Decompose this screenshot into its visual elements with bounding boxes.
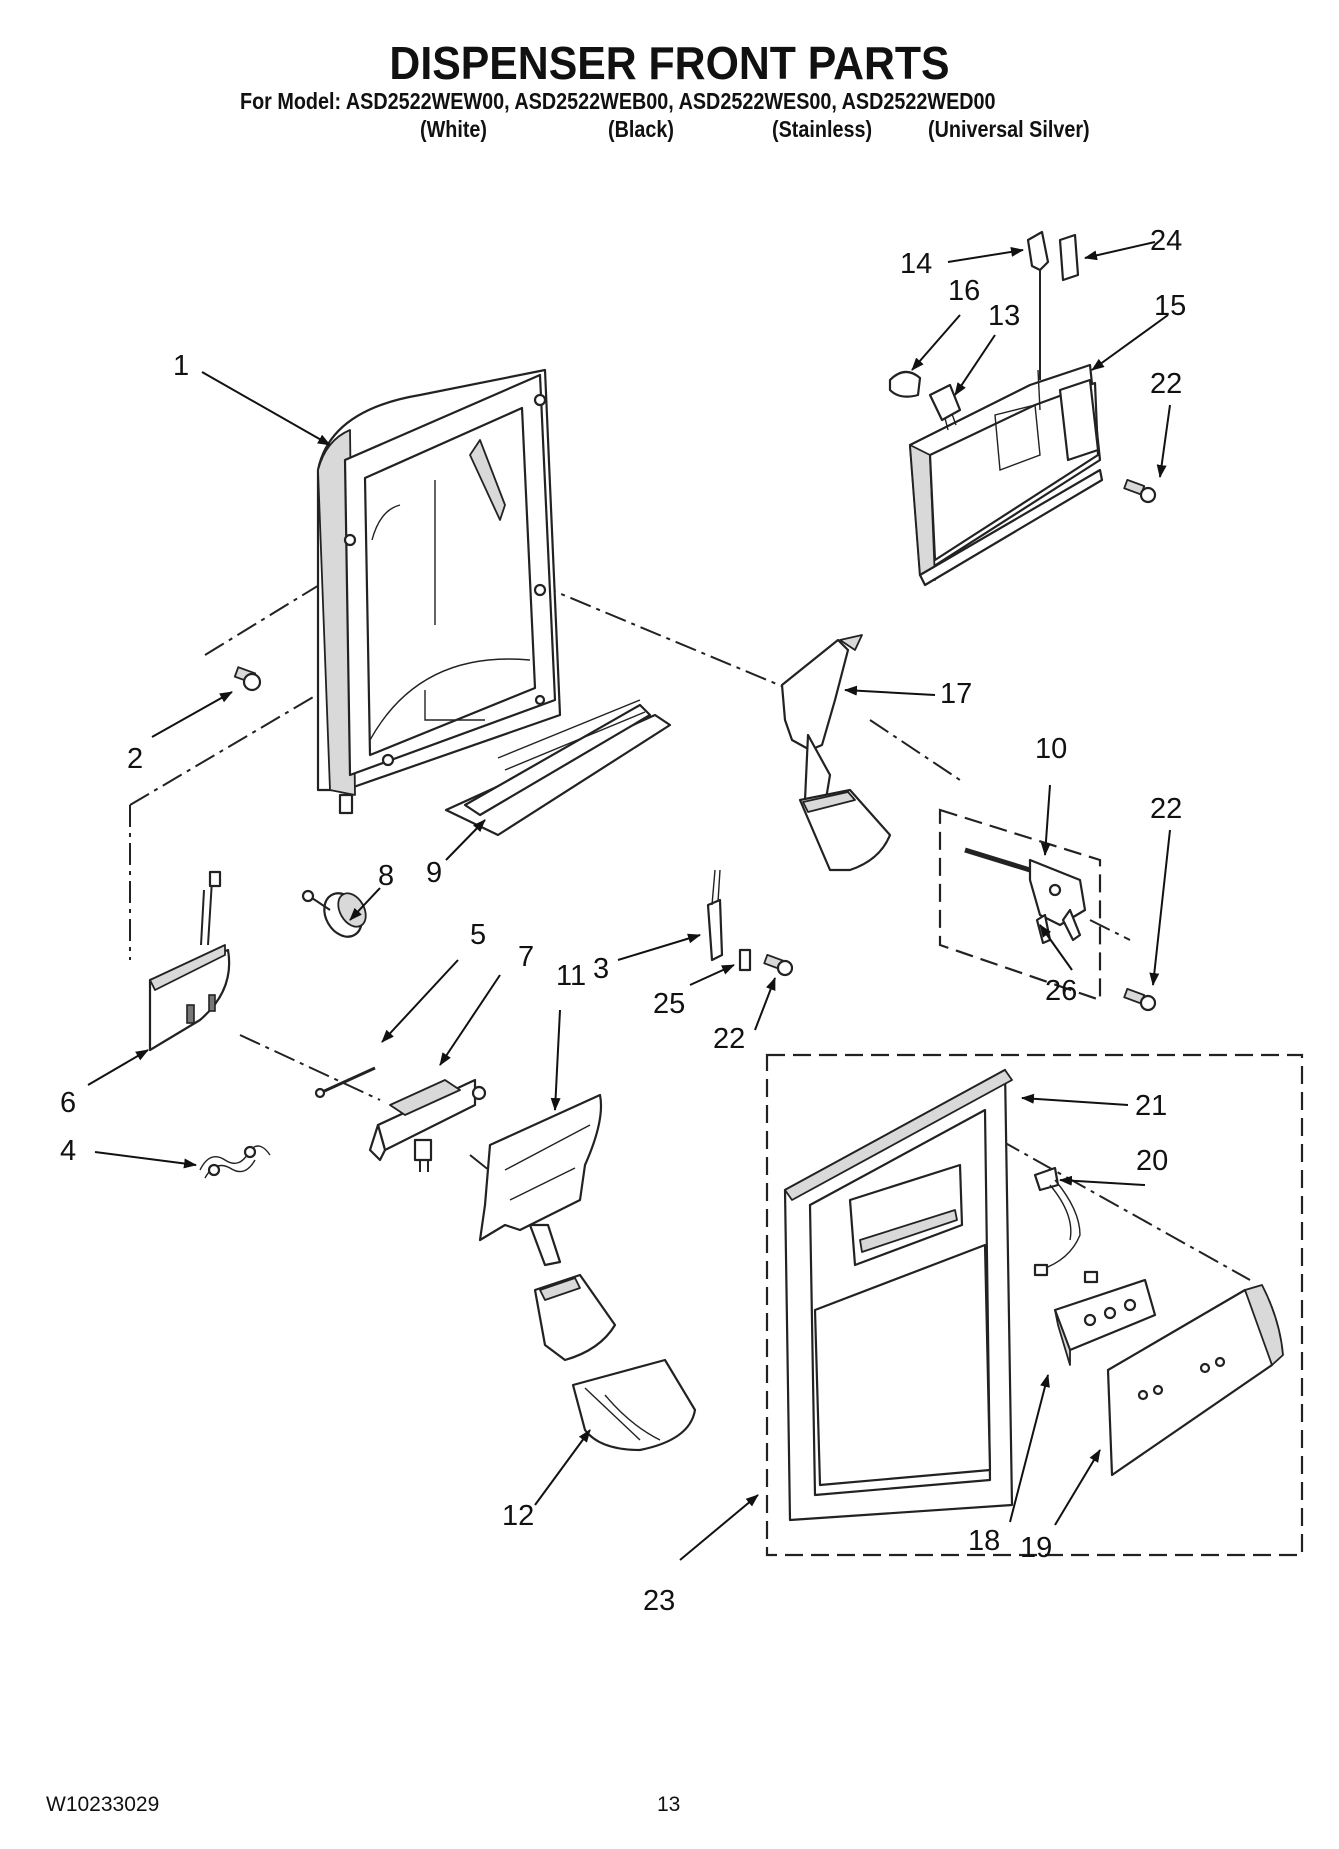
part-7-actuator [368,1078,487,1172]
callout-20: 20 [1136,1145,1168,1177]
part-20-wire-harness [1033,1166,1099,1284]
callout-10: 10 [1035,733,1067,765]
part-2-screw [233,666,262,692]
callout-3: 3 [593,953,609,985]
callout-1: 1 [173,350,189,382]
part-25-insulator [738,948,752,972]
callout-6: 6 [60,1087,76,1119]
callout-5: 5 [470,919,486,951]
callout-21: 21 [1135,1090,1167,1122]
part-22-screw-top [1123,478,1157,504]
part-17-ice-lever [780,634,892,872]
variant-universal-silver: (Universal Silver) [928,116,1090,142]
part-19-control-overlay [1106,1284,1284,1477]
callout-2: 2 [127,743,143,775]
callout-16: 16 [948,275,980,307]
callout-22-middle: 22 [713,1023,745,1055]
part-13-socket [928,383,962,431]
part-10-switch-assembly [938,808,1102,1002]
variant-black: (Black) [608,116,674,142]
part-15-light-housing [908,363,1104,587]
part-11-lever [478,1093,617,1362]
callout-4: 4 [60,1135,76,1167]
variant-stainless: (Stainless) [772,116,873,142]
part-12-chute [571,1358,697,1452]
part-22-screw-middle [763,953,794,977]
callout-8: 8 [378,860,394,892]
part-14-switch [1026,230,1050,380]
callout-26: 26 [1045,975,1077,1007]
part-23-dispenser-front-assembly [765,1053,1304,1557]
callout-12: 12 [502,1500,534,1532]
part-3-microswitch [706,869,724,962]
part-1-housing [316,368,562,815]
callout-23: 23 [643,1585,675,1617]
part-21-dispenser-frame [783,1068,1014,1522]
callout-19: 19 [1020,1532,1052,1564]
part-18-control-board [1053,1278,1157,1366]
callout-9: 9 [426,857,442,889]
callout-labels: 1 2 3 4 5 6 7 8 9 10 11 12 13 14 15 16 1… [60,225,1186,1617]
document-number: W10233029 [46,1793,160,1816]
callout-7: 7 [518,941,534,973]
callout-13: 13 [988,300,1020,332]
part-24-insulator [1058,233,1080,282]
callout-14: 14 [900,248,932,280]
callout-22-top: 22 [1150,368,1182,400]
part-9-drip-tray [444,699,672,837]
callout-11: 11 [556,960,586,992]
callout-leaders [87,241,1171,1561]
part-5-pin [314,1066,376,1099]
variant-white: (White) [420,116,488,142]
part-6-control-box [148,870,231,1052]
part-4-spring [199,1145,271,1179]
part-22-screw-right [1123,987,1157,1012]
callout-22-right: 22 [1150,793,1182,825]
part-8-solenoid [301,889,367,938]
callout-15: 15 [1154,290,1186,322]
callout-17: 17 [940,678,972,710]
part-16-bulb [888,370,922,398]
callout-18: 18 [968,1525,1000,1557]
page-number: 13 [657,1793,681,1816]
callout-24: 24 [1150,225,1182,257]
callout-25: 25 [653,988,685,1020]
page-title: DISPENSER FRONT PARTS [389,37,950,89]
model-list: For Model: ASD2522WEW00, ASD2522WEB00, A… [240,88,996,114]
